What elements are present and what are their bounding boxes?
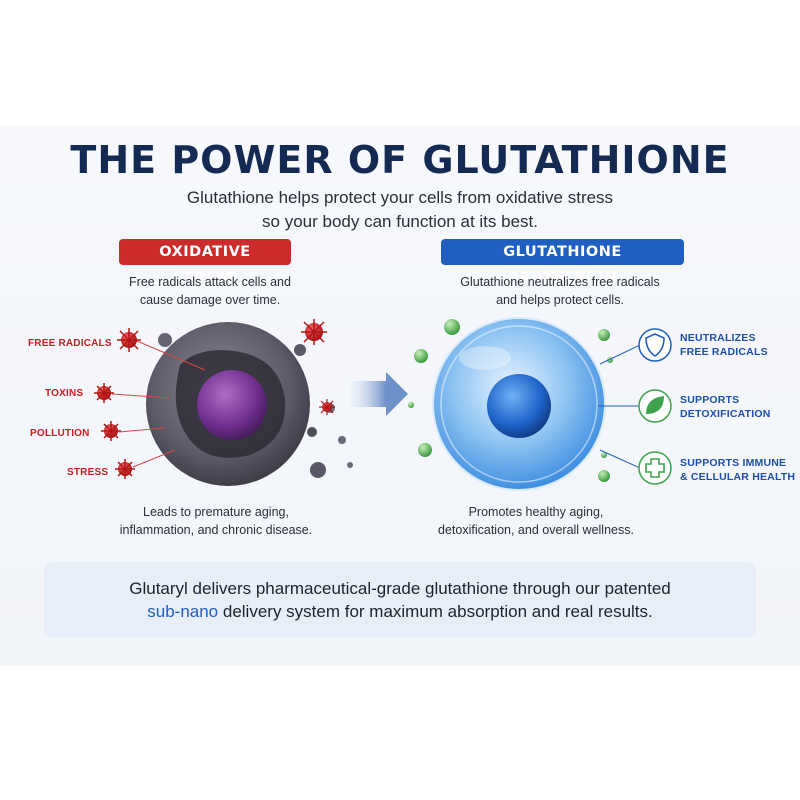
free-radical-icons bbox=[94, 319, 335, 479]
desc-line: Glutathione neutralizes free radicals bbox=[460, 275, 660, 289]
label-pollution: POLLUTION bbox=[30, 428, 90, 439]
desc-line: cause damage over time. bbox=[139, 293, 281, 307]
desc-line: Promotes healthy aging, bbox=[468, 505, 604, 519]
benefit-line: SUPPORTS IMMUNE bbox=[680, 457, 787, 469]
healthy-cell bbox=[432, 317, 606, 491]
desc-line: Free radicals attack cells and bbox=[129, 275, 291, 289]
benefit-immune: SUPPORTS IMMUNE & CELLULAR HEALTH bbox=[680, 456, 795, 484]
page-title: THE POWER OF GLUTATHIONE bbox=[70, 138, 730, 182]
footer-line-2: sub-nano delivery system for maximum abs… bbox=[44, 600, 756, 623]
glutathione-protection-badge: GLUTATHIONE PROTECTION bbox=[441, 239, 684, 286]
desc-line: and helps protect cells. bbox=[496, 293, 624, 307]
benefit-line: NEUTRALIZES bbox=[680, 332, 756, 344]
shield-icon bbox=[638, 328, 672, 362]
label-free-radicals: FREE RADICALS bbox=[28, 338, 112, 349]
benefit-connectors bbox=[598, 344, 641, 469]
subtitle-line-1: Glutathione helps protect your cells fro… bbox=[186, 188, 614, 207]
antioxidant-icons bbox=[408, 319, 613, 482]
desc-line: detoxification, and overall wellness. bbox=[438, 523, 634, 537]
oxidative-stress-badge: OXIDATIVE STRESS bbox=[119, 239, 291, 286]
connector-lines bbox=[111, 340, 206, 468]
leaf-icon bbox=[638, 389, 672, 423]
protection-description: Glutathione neutralizes free radicals an… bbox=[440, 273, 680, 309]
benefit-detox: SUPPORTS DETOXIFICATION bbox=[680, 393, 771, 421]
benefit-line: DETOXIFICATION bbox=[680, 408, 771, 420]
label-toxins: TOXINS bbox=[45, 388, 84, 399]
footer-box bbox=[44, 562, 756, 637]
footer-line-1: Glutaryl delivers pharmaceutical-grade g… bbox=[129, 579, 671, 598]
desc-line: inflammation, and chronic disease. bbox=[119, 523, 313, 537]
subtitle-line-2: so your body can function at its best. bbox=[262, 212, 538, 231]
benefit-line: FREE RADICALS bbox=[680, 346, 768, 358]
footer-text: Glutaryl delivers pharmaceutical-grade g… bbox=[44, 577, 756, 623]
protection-benefit: Promotes healthy aging, detoxification, … bbox=[416, 503, 656, 539]
page-subtitle: Glutathione helps protect your cells fro… bbox=[0, 186, 800, 234]
footer-line-2-rest: delivery system for maximum absorption a… bbox=[218, 602, 653, 621]
oxidative-stress-consequence: Leads to premature aging, inflammation, … bbox=[96, 503, 336, 539]
footer-highlight: sub-nano bbox=[147, 602, 219, 621]
oxidative-stress-description: Free radicals attack cells and cause dam… bbox=[100, 273, 320, 309]
benefit-neutralizes: NEUTRALIZES FREE RADICALS bbox=[680, 331, 768, 359]
desc-line: Leads to premature aging, bbox=[143, 505, 289, 519]
damaged-cell bbox=[146, 322, 353, 486]
medical-cross-icon bbox=[638, 451, 672, 485]
arrow-icon bbox=[350, 372, 408, 416]
label-stress: STRESS bbox=[67, 467, 109, 478]
benefit-line: SUPPORTS bbox=[680, 394, 740, 406]
benefit-line: & CELLULAR HEALTH bbox=[680, 471, 796, 483]
